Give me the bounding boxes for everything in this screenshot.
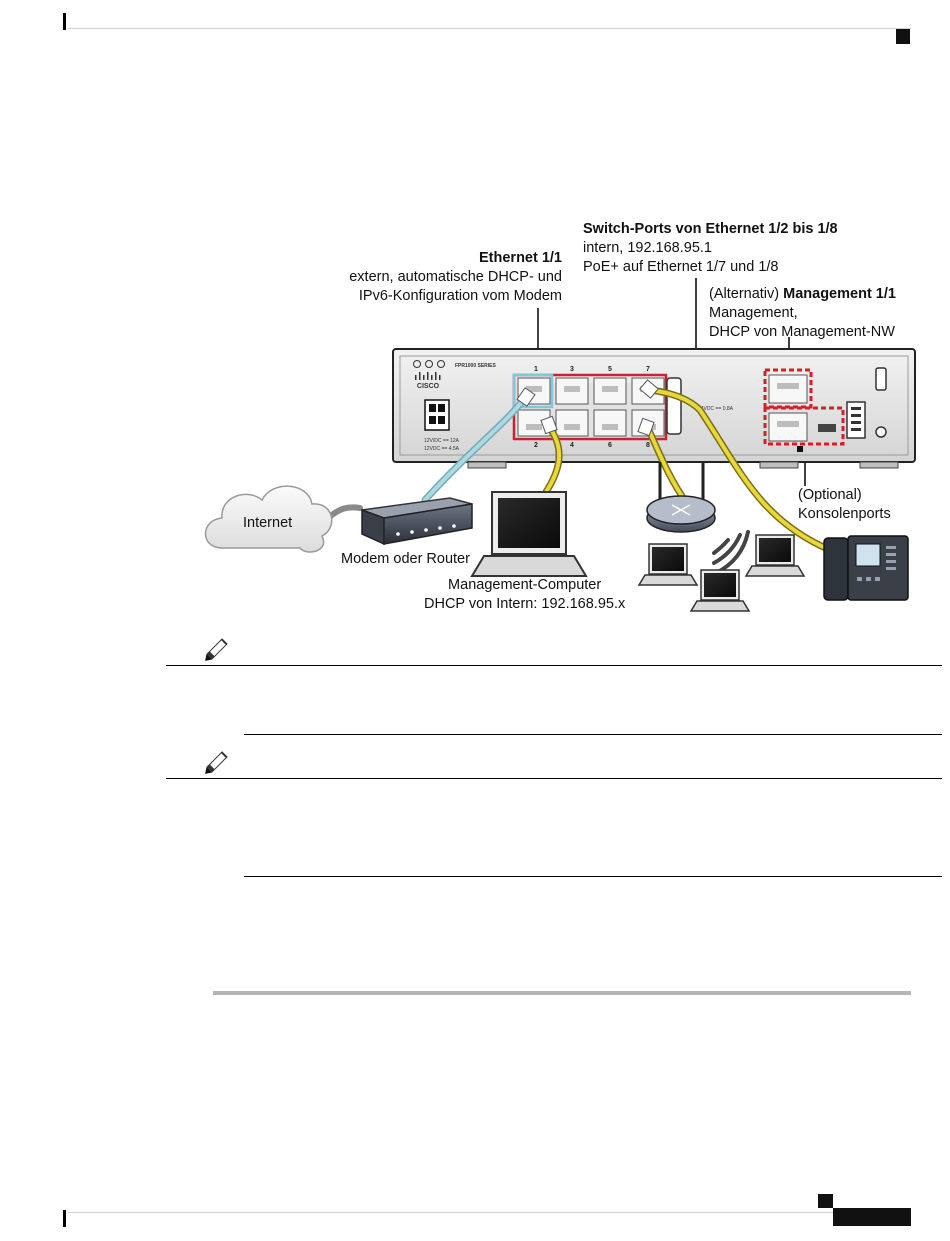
note-1-bottom-rule <box>244 734 942 735</box>
note-icon-2 <box>205 751 228 774</box>
cable-internet-modem <box>325 504 363 521</box>
switch-ports-line2: PoE+ auf Ethernet 1/7 und 1/8 <box>583 259 779 275</box>
mgmt-computer-label: Management-Computer DHCP von Intern: 192… <box>424 576 625 614</box>
port-number-2: 2 <box>534 442 538 449</box>
port-number-6: 6 <box>608 442 612 449</box>
note-icon-1 <box>205 638 228 661</box>
mgmt-computer-line2: DHCP von Intern: 192.168.95.x <box>424 596 626 612</box>
power-text-1: 12V/DC == 12A <box>424 438 460 444</box>
ethernet11-line2: IPv6-Konfiguration vom Modem <box>358 288 562 304</box>
model-text: FPR1000 SERIES <box>455 363 497 369</box>
port-number-8: 8 <box>646 442 650 449</box>
port-number-7: 7 <box>646 366 650 373</box>
wireless-laptop-2 <box>744 534 806 577</box>
port-number-1: 1 <box>534 366 538 373</box>
switch-ports-line1: intern, 192.168.95.1 <box>583 240 712 256</box>
outside-port-highlight <box>512 373 554 409</box>
management-title: Management 1/1 <box>783 286 896 302</box>
footer-page-number-box <box>833 1208 911 1226</box>
switch-ports-label: Switch-Ports von Ethernet 1/2 bis 1/8 in… <box>583 220 838 277</box>
console-dashed-highlight <box>763 406 845 446</box>
management-prefix: (Alternativ) <box>709 286 780 302</box>
mgmt-dashed-highlight <box>763 368 813 409</box>
procedure-end-rule <box>213 991 911 995</box>
cisco-logo-bars <box>415 372 441 380</box>
lock-slot <box>875 367 887 391</box>
switch-ports-title: Switch-Ports von Ethernet 1/2 bis 1/8 <box>583 221 838 237</box>
brand-text: CISCO <box>417 383 440 390</box>
modem-label: Modem oder Router <box>341 551 470 567</box>
port-number-5: 5 <box>608 366 612 373</box>
management-line1: Management, <box>709 305 798 321</box>
management-line2: DHCP von Management-NW <box>709 324 895 340</box>
ethernet11-label: Ethernet 1/1 extern, automatische DHCP- … <box>349 249 562 306</box>
ethernet11-line1: extern, automatische DHCP- und <box>349 269 562 285</box>
internet-cloud <box>204 485 333 553</box>
console-line1: (Optional) <box>798 487 862 503</box>
reset-button <box>875 426 887 438</box>
header-page-tab <box>896 29 910 44</box>
footer-page-tab <box>818 1194 833 1208</box>
internet-label: Internet <box>243 515 293 531</box>
wireless-laptop-1 <box>637 543 699 586</box>
poe-text: 54VDC == 0.8A <box>698 406 734 412</box>
note-1-top-rule <box>166 665 942 666</box>
header-line <box>68 28 911 29</box>
footer-line <box>68 1212 833 1213</box>
header-marker <box>63 13 66 30</box>
port-number-3: 3 <box>570 366 574 373</box>
modem <box>361 497 473 546</box>
note-2-top-rule <box>166 778 942 779</box>
mgmt-computer-line1: Management-Computer <box>448 577 602 593</box>
wifi-waves <box>712 530 750 575</box>
management-label: (Alternativ) Management 1/1 Management, … <box>709 285 896 342</box>
firewall-device: CISCO FPR1000 SERIES 12V/DC == 12A 12VDC… <box>392 348 916 469</box>
console-line2: Konsolenports <box>798 506 891 522</box>
wireless-router <box>646 462 716 533</box>
management-laptop <box>470 491 588 577</box>
note-2-bottom-rule <box>244 876 942 877</box>
power-text-2: 12VDC == 4.5A <box>424 446 460 452</box>
ip-phone <box>823 535 909 601</box>
console-label: (Optional) Konsolenports <box>798 486 891 524</box>
port-number-4: 4 <box>570 442 574 449</box>
footer-marker <box>63 1210 66 1227</box>
network-diagram: CISCO FPR1000 SERIES 12V/DC == 12A 12VDC… <box>204 278 916 612</box>
ethernet11-title: Ethernet 1/1 <box>479 250 562 266</box>
wireless-laptop-3 <box>689 569 751 612</box>
usb-mini-port <box>818 424 836 432</box>
